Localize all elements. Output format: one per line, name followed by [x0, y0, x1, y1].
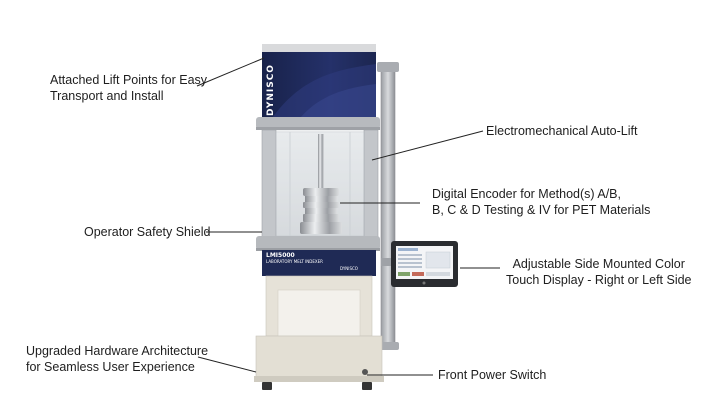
- callout-auto-lift: Electromechanical Auto-Lift: [486, 123, 637, 139]
- piston-rod: [318, 134, 324, 190]
- lift-pole: [380, 65, 396, 347]
- callout-hardware-line2: for Seamless User Experience: [26, 360, 195, 374]
- callout-power-switch: Front Power Switch: [438, 367, 546, 383]
- power-switch: [362, 369, 368, 375]
- upper-collar: [256, 117, 380, 129]
- top-head-swoosh-2: [300, 84, 376, 118]
- callout-encoder: Digital Encoder for Method(s) A/B, B, C …: [432, 186, 650, 218]
- callout-lift-points-line2: Transport and Install: [50, 89, 164, 103]
- badge-label: DYNISCO: [340, 266, 358, 271]
- brand-logo-vertical: DYNISCO: [266, 60, 278, 116]
- top-head-top: [262, 44, 376, 54]
- weight-stack-2: [303, 202, 339, 208]
- cabinet-opening: [277, 289, 361, 337]
- brand-logo-text: DYNISCO: [266, 64, 276, 116]
- foot-left: [262, 382, 272, 390]
- leader-auto-lift: [371, 130, 484, 161]
- display-arm: [381, 258, 393, 266]
- model-panel: [262, 250, 376, 276]
- callout-lift-points: Attached Lift Points for Easy Transport …: [50, 72, 207, 104]
- model-label: LMI5000 LABORATORY MELT INDEXER: [266, 252, 376, 264]
- callout-encoder-line2: B, C & D Testing & IV for PET Materials: [432, 203, 651, 217]
- weight-stack-3: [305, 208, 337, 214]
- callout-hardware-line1: Upgraded Hardware Architecture: [26, 344, 209, 358]
- lower-collar-edge: [256, 248, 380, 251]
- lift-pole-cap: [377, 62, 399, 72]
- callout-safety-shield-line1: Operator Safety Shield: [84, 225, 211, 239]
- lower-collar: [256, 236, 380, 250]
- callout-encoder-line1: Digital Encoder for Method(s) A/B,: [432, 187, 621, 201]
- cabinet-base-plate: [254, 376, 384, 382]
- upper-collar-edge: [256, 127, 380, 130]
- left-frame: [261, 129, 277, 239]
- lift-pole-foot: [377, 342, 399, 350]
- callout-display-line2: Touch Display - Right or Left Side: [506, 273, 692, 287]
- callout-auto-lift-line1: Electromechanical Auto-Lift: [486, 124, 638, 138]
- callout-lines: [196, 57, 500, 376]
- callout-display-line1: Adjustable Side Mounted Color: [512, 257, 685, 271]
- callout-power-switch-line1: Front Power Switch: [438, 368, 547, 382]
- model-name: LMI5000: [266, 252, 295, 259]
- barrel-base: [300, 222, 342, 234]
- callout-hardware: Upgraded Hardware Architecture for Seaml…: [26, 343, 208, 375]
- weight-stack-4: [303, 214, 339, 222]
- foot-right: [362, 382, 372, 390]
- top-head-swoosh: [272, 64, 376, 118]
- callout-lift-points-line1: Attached Lift Points for Easy: [50, 73, 208, 87]
- leader-hardware: [197, 356, 257, 373]
- model-caption: LABORATORY MELT INDEXER: [266, 259, 323, 264]
- weight-stack-top: [303, 188, 339, 196]
- leader-lift-points: [196, 57, 265, 87]
- callout-display: Adjustable Side Mounted Color Touch Disp…: [506, 256, 692, 288]
- callout-safety-shield: Operator Safety Shield: [84, 224, 210, 240]
- weight-stack-1: [305, 196, 337, 202]
- right-frame: [363, 129, 379, 239]
- cabinet-lower: [255, 335, 383, 381]
